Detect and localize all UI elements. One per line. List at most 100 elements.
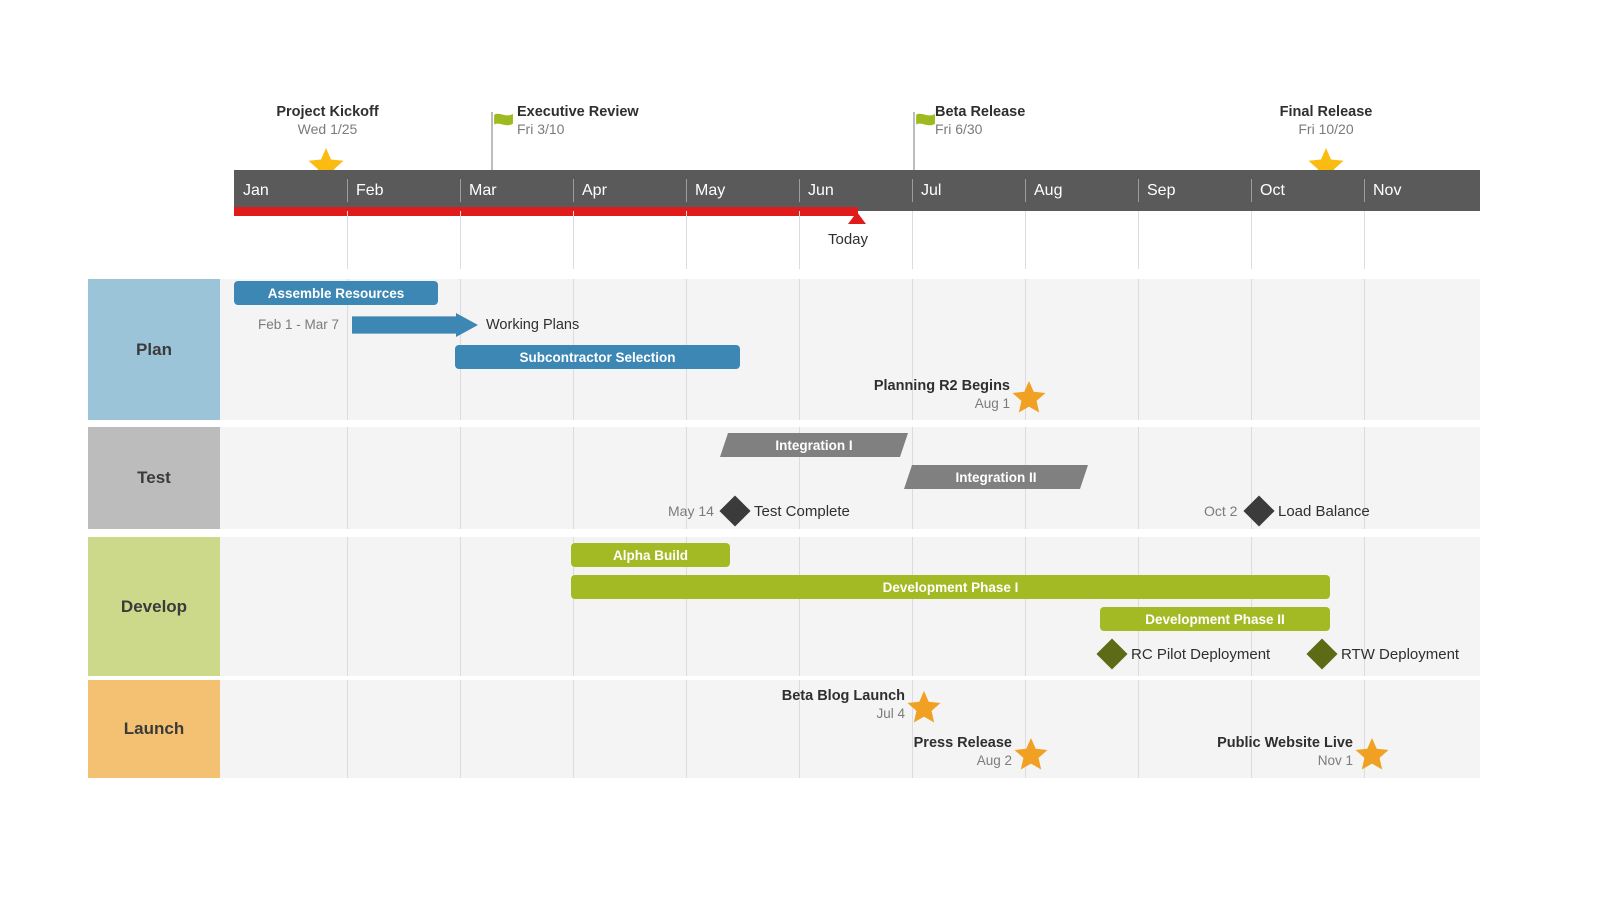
gridline bbox=[347, 211, 348, 269]
gridline bbox=[347, 279, 348, 420]
gridline bbox=[1364, 537, 1365, 676]
timeline-month-sep[interactable]: Sep bbox=[1138, 170, 1251, 211]
lane-label-develop[interactable]: Develop bbox=[88, 537, 220, 676]
lane-label-test[interactable]: Test bbox=[88, 427, 220, 529]
month-label: Jun bbox=[808, 181, 834, 199]
lane-name: Develop bbox=[120, 596, 188, 616]
gridline bbox=[460, 537, 461, 676]
lane-name: Plan bbox=[136, 339, 172, 359]
today-label: Today bbox=[828, 231, 869, 248]
gridline bbox=[573, 427, 574, 529]
task-date-working-plans: Feb 1 - Mar 7 bbox=[258, 317, 340, 332]
timeline-month-feb[interactable]: Feb bbox=[347, 170, 460, 211]
task-bar-assemble-resources[interactable]: Assemble Resources bbox=[234, 281, 438, 305]
gridline bbox=[799, 680, 800, 778]
task-bar-integration-ii[interactable]: Integration II bbox=[904, 465, 1088, 489]
top-milestone-executive-review[interactable]: Executive Review Fri 3/10 bbox=[517, 104, 639, 138]
gridline bbox=[573, 537, 574, 676]
month-label: Jan bbox=[243, 181, 269, 199]
top-milestone-final-release[interactable]: Final Release Fri 10/20 bbox=[1232, 104, 1420, 138]
gridline bbox=[1025, 680, 1026, 778]
task-bar-label: Development Phase I bbox=[882, 579, 1019, 595]
timeline-header: Jan Feb Mar Apr May Jun Jul Aug Sep Oct … bbox=[234, 170, 1480, 211]
milestone-stem bbox=[491, 112, 493, 172]
gridline bbox=[686, 427, 687, 529]
milestone-title: Public Website Live bbox=[1217, 735, 1353, 751]
gridline bbox=[799, 537, 800, 676]
milestone-title: Final Release bbox=[1279, 104, 1373, 120]
gridline bbox=[1138, 211, 1139, 269]
gridline bbox=[1251, 680, 1252, 778]
lane-milestone-planning-r2-begins[interactable]: Planning R2 Begins Aug 1 bbox=[820, 378, 1010, 412]
star-icon bbox=[1355, 737, 1389, 770]
task-bar-label: Integration II bbox=[955, 469, 1037, 485]
timeline-month-nov[interactable]: Nov bbox=[1364, 170, 1477, 211]
gridline bbox=[1364, 427, 1365, 529]
gridline bbox=[1251, 537, 1252, 676]
gridline bbox=[1138, 680, 1139, 778]
lane-milestone-press-release[interactable]: Press Release Aug 2 bbox=[860, 735, 1012, 769]
star-icon bbox=[1014, 737, 1048, 770]
timeline-month-apr[interactable]: Apr bbox=[573, 170, 686, 211]
lane-label-launch[interactable]: Launch bbox=[88, 680, 220, 778]
milestone-title-load-balance: Load Balance bbox=[1278, 503, 1370, 520]
gridline bbox=[1364, 211, 1365, 269]
milestone-date-load-balance: Oct 2 bbox=[1204, 503, 1238, 519]
gridline bbox=[1251, 279, 1252, 420]
task-bar-integration-i[interactable]: Integration I bbox=[720, 433, 908, 457]
lane-name: Test bbox=[137, 468, 171, 487]
gridline bbox=[1025, 537, 1026, 676]
gridline bbox=[573, 680, 574, 778]
star-icon bbox=[1012, 380, 1046, 413]
gridline bbox=[347, 427, 348, 529]
milestone-stem bbox=[913, 112, 915, 172]
timeline-month-jun[interactable]: Jun bbox=[799, 170, 912, 211]
timeline-month-aug[interactable]: Aug bbox=[1025, 170, 1138, 211]
task-label-working-plans: Working Plans bbox=[486, 317, 580, 333]
gridline bbox=[686, 537, 687, 676]
timeline-month-oct[interactable]: Oct bbox=[1251, 170, 1364, 211]
gridline bbox=[912, 211, 913, 269]
task-bar-label: Alpha Build bbox=[613, 547, 688, 563]
task-bar-subcontractor-selection[interactable]: Subcontractor Selection bbox=[455, 345, 740, 369]
top-milestone-beta-release[interactable]: Beta Release Fri 6/30 bbox=[935, 104, 1025, 138]
task-bar-development-phase-i[interactable]: Development Phase I bbox=[571, 575, 1330, 599]
task-bar-label: Integration I bbox=[775, 437, 853, 453]
milestone-title: Press Release bbox=[913, 735, 1012, 751]
gridline bbox=[1251, 427, 1252, 529]
milestone-title: Beta Release bbox=[935, 104, 1026, 120]
gridline bbox=[799, 279, 800, 420]
task-bar-label: Subcontractor Selection bbox=[519, 349, 676, 365]
month-label: Aug bbox=[1034, 181, 1063, 199]
milestone-title: Executive Review bbox=[517, 104, 639, 120]
top-milestone-project-kickoff[interactable]: Project Kickoff Wed 1/25 bbox=[230, 104, 425, 138]
task-bar-label: Development Phase II bbox=[1145, 611, 1285, 627]
month-label: Mar bbox=[469, 181, 497, 199]
flag-icon bbox=[916, 113, 935, 126]
month-label: Sep bbox=[1147, 181, 1176, 199]
month-label: Apr bbox=[582, 181, 607, 199]
gridline bbox=[460, 211, 461, 269]
today-marker-icon bbox=[848, 212, 866, 224]
gridline bbox=[1138, 537, 1139, 676]
timeline-month-jan[interactable]: Jan bbox=[234, 170, 347, 211]
gridline bbox=[799, 427, 800, 529]
gridline bbox=[1364, 680, 1365, 778]
timeline-month-may[interactable]: May bbox=[686, 170, 799, 211]
gridline bbox=[573, 211, 574, 269]
timeline-month-mar[interactable]: Mar bbox=[460, 170, 573, 211]
timeline-month-jul[interactable]: Jul bbox=[912, 170, 1025, 211]
gridline bbox=[912, 537, 913, 676]
task-bar-alpha-build[interactable]: Alpha Build bbox=[571, 543, 730, 567]
milestone-title-test-complete: Test Complete bbox=[754, 503, 850, 520]
gridline bbox=[460, 680, 461, 778]
lane-milestone-beta-blog-launch[interactable]: Beta Blog Launch Jul 4 bbox=[730, 688, 905, 722]
task-bar-development-phase-ii[interactable]: Development Phase II bbox=[1100, 607, 1330, 631]
lane-body-launch bbox=[220, 680, 1480, 778]
task-bar-working-plans[interactable] bbox=[352, 313, 478, 337]
gridline bbox=[686, 211, 687, 269]
gridline bbox=[347, 537, 348, 676]
lane-label-plan[interactable]: Plan bbox=[88, 279, 220, 420]
milestone-title: Project Kickoff bbox=[276, 104, 379, 120]
lane-milestone-public-website-live[interactable]: Public Website Live Nov 1 bbox=[1150, 735, 1353, 769]
